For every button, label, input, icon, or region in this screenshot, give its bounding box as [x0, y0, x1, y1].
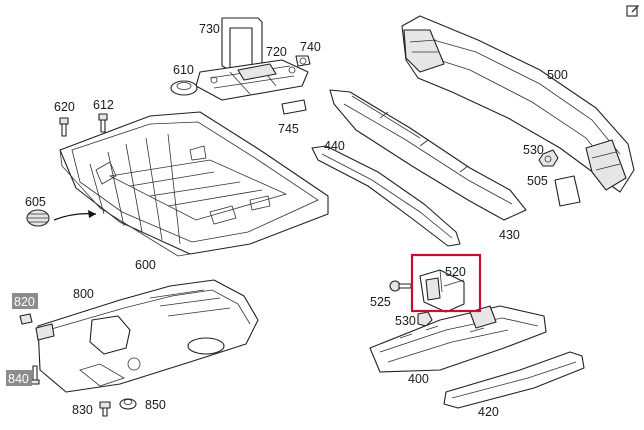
clip-820[interactable]: [19, 313, 33, 325]
label-612[interactable]: 612: [93, 98, 114, 112]
nut-530-upper[interactable]: [538, 149, 559, 167]
crossmember-400[interactable]: [369, 305, 547, 373]
label-610[interactable]: 610: [173, 63, 194, 77]
label-430[interactable]: 430: [499, 228, 520, 242]
label-520[interactable]: 520: [445, 265, 466, 279]
nut-530-lower[interactable]: [417, 311, 433, 327]
underbody-panel-800[interactable]: [35, 279, 259, 393]
label-850[interactable]: 850: [145, 398, 166, 412]
edit-icon[interactable]: [626, 3, 640, 17]
label-720[interactable]: 720: [266, 45, 287, 59]
member-430[interactable]: [329, 89, 527, 221]
label-530-upper[interactable]: 530: [523, 143, 544, 157]
label-605[interactable]: 605: [25, 195, 46, 209]
cap-610[interactable]: [170, 80, 198, 96]
bracket-520[interactable]: [419, 269, 465, 313]
grommet-605[interactable]: [26, 209, 50, 227]
label-620[interactable]: 620: [54, 100, 75, 114]
label-745[interactable]: 745: [278, 122, 299, 136]
label-440[interactable]: 440: [324, 139, 345, 153]
wheel-well-tub-600[interactable]: [59, 111, 329, 257]
arrow-head: [88, 210, 96, 218]
screw-830[interactable]: [99, 401, 111, 417]
label-830[interactable]: 830: [72, 403, 93, 417]
bolt-620[interactable]: [59, 117, 69, 137]
bumper-beam-500[interactable]: [401, 15, 635, 193]
grommet-850[interactable]: [119, 398, 137, 410]
label-420[interactable]: 420: [478, 405, 499, 419]
label-740[interactable]: 740: [300, 40, 321, 54]
clip-740[interactable]: [295, 55, 311, 67]
highlight-box-840: [6, 370, 32, 386]
highlight-box-820: [12, 293, 38, 309]
label-820[interactable]: 820: [14, 295, 35, 309]
label-500[interactable]: 500: [547, 68, 568, 82]
label-patch-745[interactable]: [281, 99, 307, 115]
label-525[interactable]: 525: [370, 295, 391, 309]
label-400[interactable]: 400: [408, 372, 429, 386]
label-600[interactable]: 600: [135, 258, 156, 272]
label-730[interactable]: 730: [199, 22, 220, 36]
label-800[interactable]: 800: [73, 287, 94, 301]
label-840[interactable]: 840: [8, 372, 29, 386]
rail-420[interactable]: [443, 351, 585, 409]
label-530-lower[interactable]: 530: [395, 314, 416, 328]
bracket-assembly-730-720[interactable]: [195, 17, 309, 101]
bolt-612[interactable]: [98, 113, 108, 133]
label-505[interactable]: 505: [527, 174, 548, 188]
selection-frame-520: [410, 253, 482, 313]
member-440[interactable]: [311, 145, 461, 247]
bolt-525[interactable]: [389, 280, 412, 292]
plate-505[interactable]: [554, 175, 581, 207]
screw-840[interactable]: [30, 365, 40, 385]
